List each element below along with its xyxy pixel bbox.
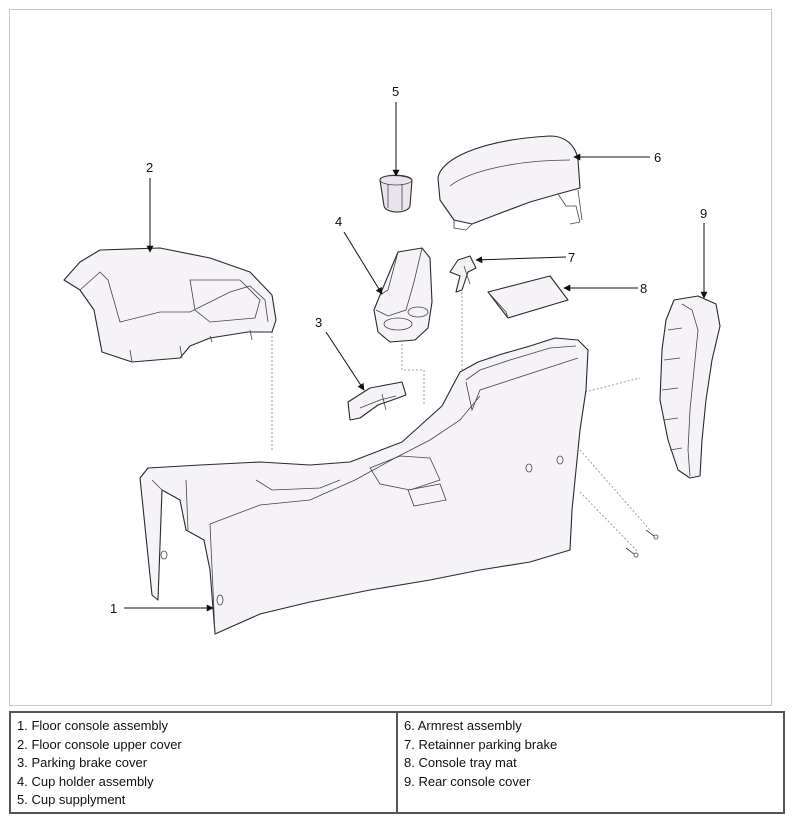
callout-8: 8 — [640, 281, 647, 296]
callout-1: 1 — [110, 601, 117, 616]
floor-console-assembly — [139, 337, 589, 635]
legend-item: 9. Rear console cover — [404, 773, 531, 789]
floor-console-upper-cover — [63, 247, 277, 363]
legend-item: 7. Retainner parking brake — [404, 736, 558, 752]
parts-legend: 1. Floor console assembly 2. Floor conso… — [9, 711, 785, 814]
callout-3: 3 — [315, 315, 322, 330]
callout-5: 5 — [392, 84, 399, 99]
callout-2: 2 — [146, 160, 153, 175]
parking-brake-cover — [347, 381, 407, 421]
screws — [625, 529, 659, 558]
legend-item: 8. Console tray mat — [404, 755, 517, 770]
exploded-parts-diagram: 1 2 3 4 5 6 7 8 9 — [9, 9, 772, 706]
console-tray-mat — [487, 275, 569, 319]
cup-supplyment — [379, 174, 413, 213]
callout-4: 4 — [335, 214, 342, 229]
callout-7: 7 — [568, 250, 575, 265]
rear-console-cover — [659, 295, 721, 479]
armrest-assembly — [437, 135, 583, 231]
legend-item: 5. Cup supplyment — [17, 792, 126, 807]
legend-item: 3. Parking brake cover — [17, 755, 148, 770]
legend-column-right: 6. Armrest assembly 7. Retainner parking… — [396, 713, 783, 812]
legend-item: 6. Armrest assembly — [404, 718, 522, 733]
cup-holder-assembly — [373, 247, 433, 343]
callout-labels: 1 2 3 4 5 6 7 8 9 — [110, 84, 707, 616]
leader-lines — [124, 102, 708, 612]
retainer-parking-brake — [449, 255, 477, 293]
callout-6: 6 — [654, 150, 661, 165]
legend-item: 2. Floor console upper cover — [17, 736, 182, 752]
legend-column-left: 1. Floor console assembly 2. Floor conso… — [11, 713, 396, 812]
callout-9: 9 — [700, 206, 707, 221]
diagram-canvas: 1 2 3 4 5 6 7 8 9 — [63, 84, 721, 635]
alignment-lines — [271, 260, 651, 553]
legend-item: 4. Cup holder assembly — [17, 773, 154, 789]
legend-item: 1. Floor console assembly — [17, 718, 169, 733]
